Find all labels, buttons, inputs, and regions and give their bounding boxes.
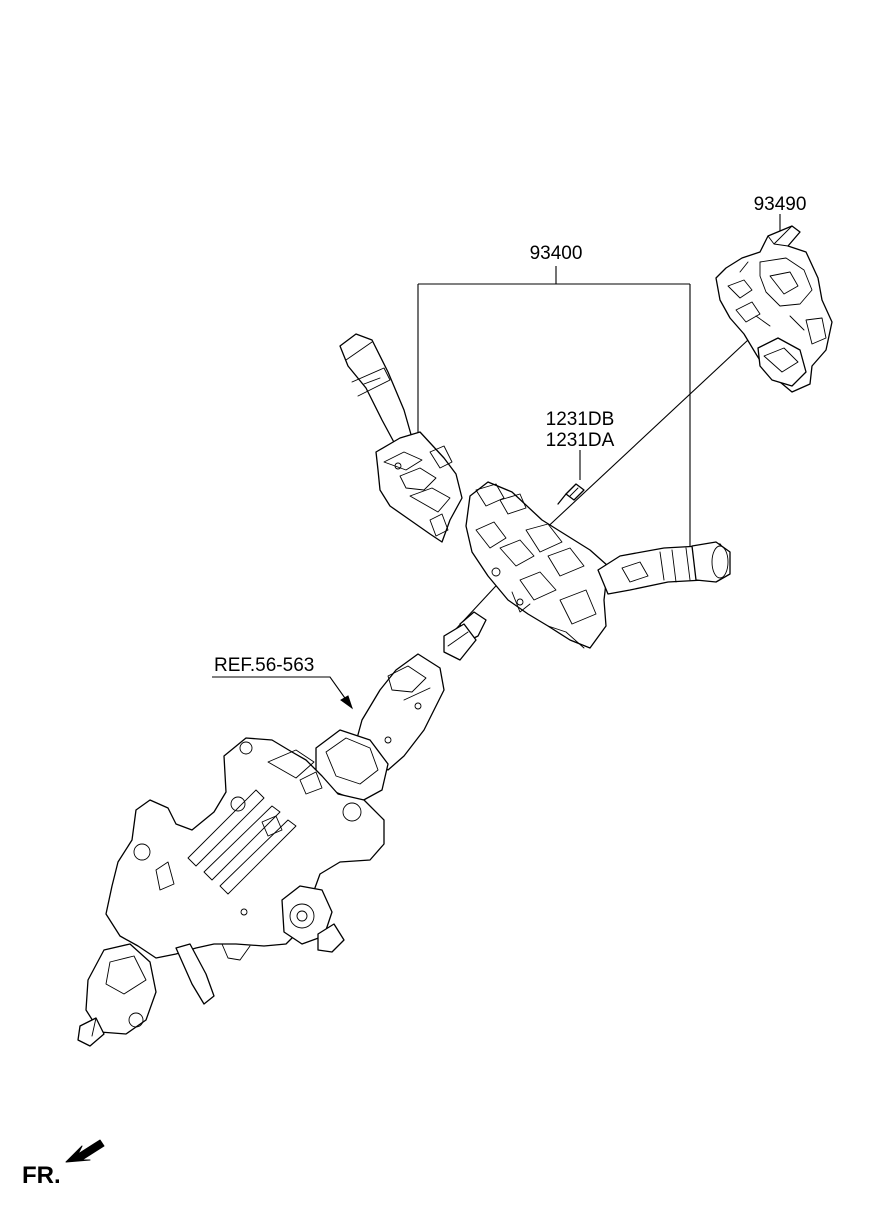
label-93490: 93490 [754,194,807,215]
right-lever-switch [597,541,731,595]
clock-spring-93490 [715,225,833,393]
left-lever-switch [339,333,463,543]
screw-1231 [557,483,585,505]
label-1231DA: 1231DA [546,430,615,451]
leader-ref-56-563 [212,676,353,710]
label-1231DB: 1231DB [546,409,615,430]
arrow-down-left-icon [65,1139,105,1163]
front-marker-label: FR. [22,1162,61,1189]
steering-column [77,611,487,1047]
label-ref-56-563: REF.56-563 [214,655,314,676]
label-93400: 93400 [530,243,583,264]
multifunction-switch-body [465,481,609,649]
leader-93400-bracket [417,266,691,548]
